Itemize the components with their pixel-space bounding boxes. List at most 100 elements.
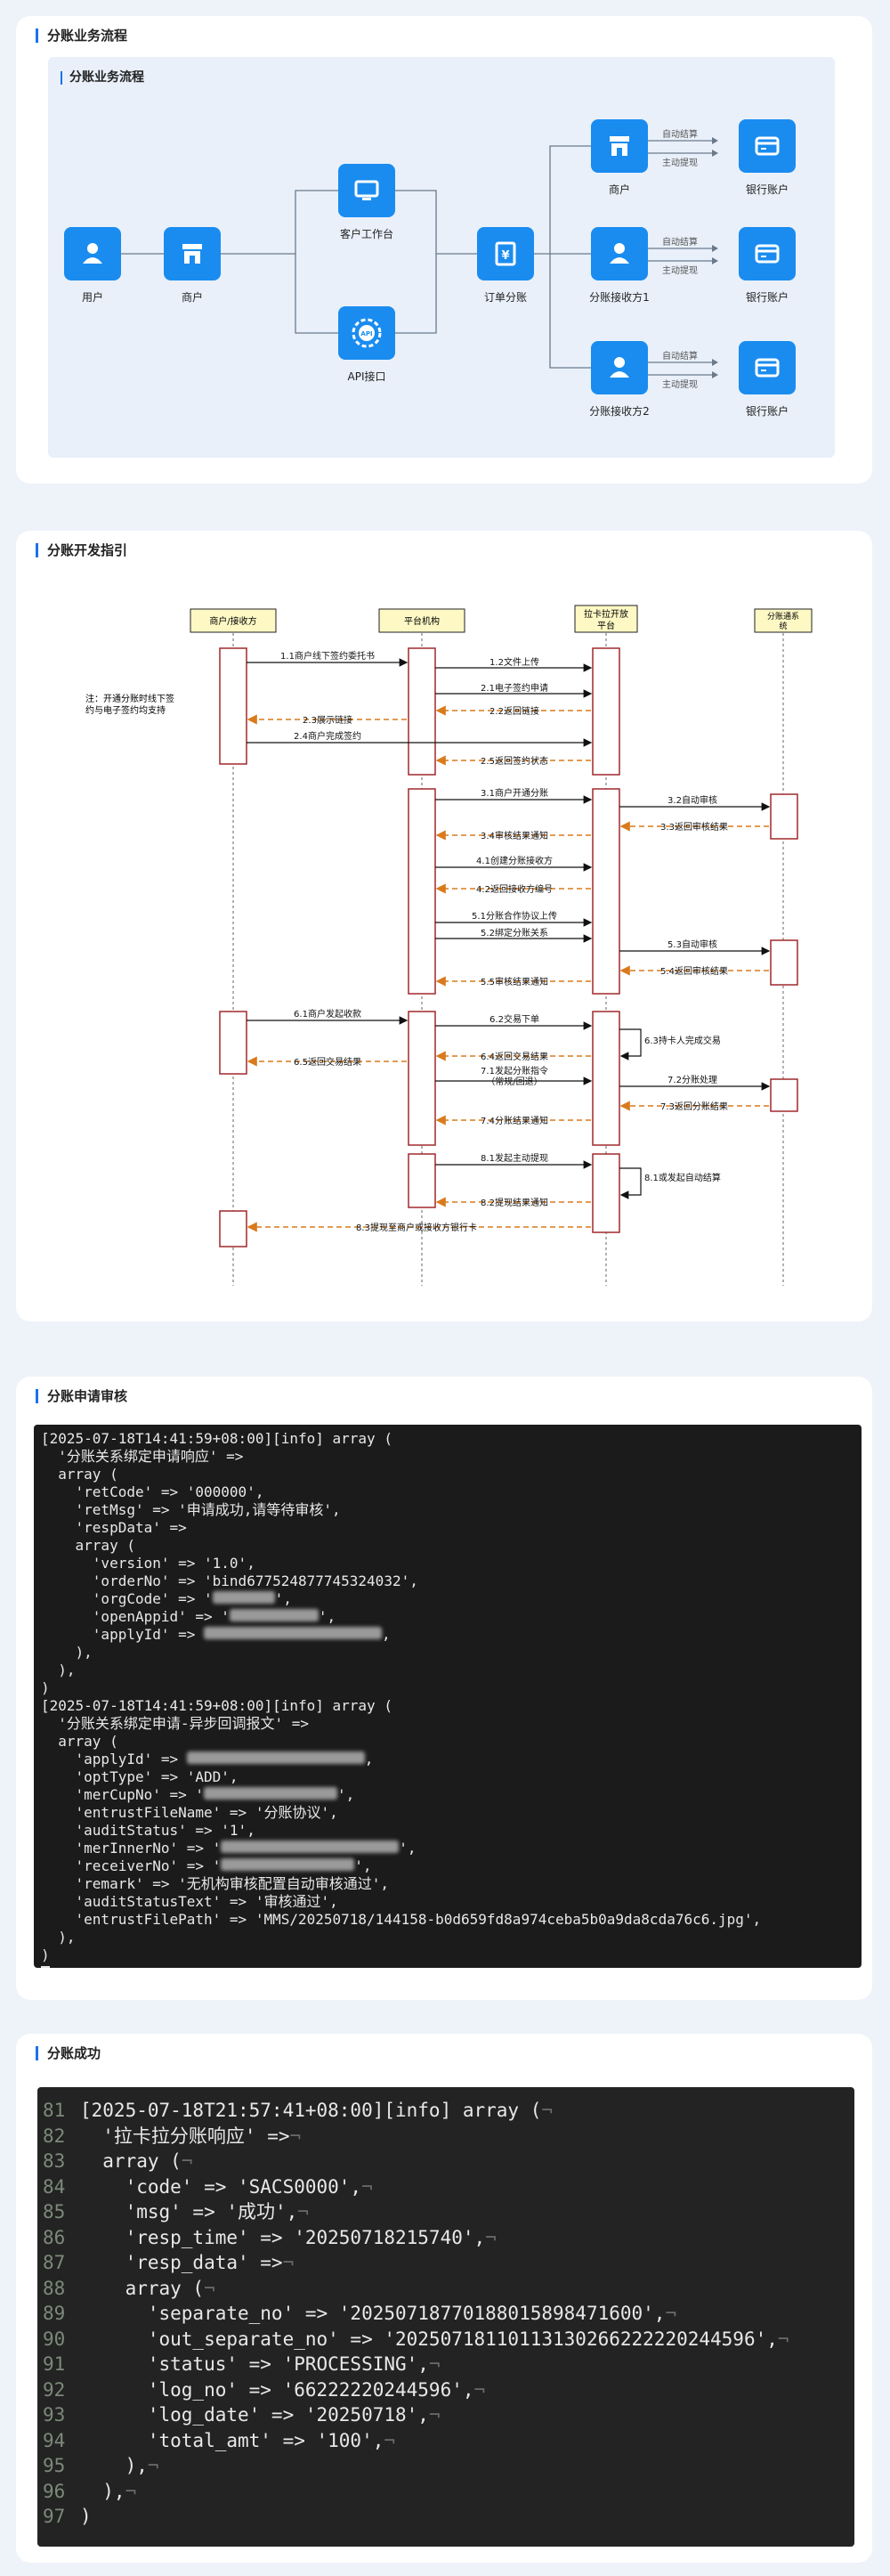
note-line2: 约与电子签约均支持 [85,704,166,716]
log-line: 'auditStatusText' => '审核通过', [41,1893,338,1910]
log-line: [2025-07-18T14:41:59+08:00][info] array … [41,1430,392,1447]
user-icon [591,341,648,394]
msg-2-3: 2.3展示链接 [303,714,352,726]
user-icon [64,227,121,280]
code-line: 91 'status' => 'PROCESSING',¬ [43,2353,441,2375]
edge-label-manual: 主动提现 [662,158,698,168]
msg-6-1: 6.1商户发起收款 [294,1008,361,1020]
msg-3-4: 3.4审核结果通知 [481,830,548,841]
node-label-user: 用户 [81,291,103,304]
note-line1: 注：开通分账时线下签 [85,693,174,704]
business-flow-card: 分账业务流程 分账业务流程 [16,16,872,484]
code-line: 94 'total_amt' => '100',¬ [43,2429,396,2451]
activation-bars [219,647,798,1247]
redacted-value [204,1787,338,1800]
code-line: 95 ),¬ [43,2455,159,2476]
success-log-card: 分账成功 81[2025-07-18T21:57:41+08:00][info]… [16,2034,872,2563]
code-line: 81[2025-07-18T21:57:41+08:00][info] arra… [43,2100,554,2121]
log-line: 'respData' => [41,1519,187,1536]
lane-header-merchant [190,608,277,633]
desktop-icon [338,164,395,217]
node-label-bank3: 银行账户 [745,405,789,418]
msg-2-4: 2.4商户完成签约 [294,730,361,742]
lane-label-split-system-line1: 分账通系 [767,612,799,622]
log-line: 'version' => '1.0', [41,1555,255,1572]
code-line: 86 'resp_time' => '20250718215740',¬ [43,2226,497,2248]
msg-7-1-note: （常规/回退） [486,1076,542,1087]
msg-4-1: 4.1创建分账接收方 [476,855,553,866]
node-label-bank2: 银行账户 [745,291,789,304]
msg-3-1: 3.1商户开通分账 [481,787,548,799]
redacted-value [221,1841,400,1853]
log-line: [2025-07-18T14:41:59+08:00][info] array … [41,1697,392,1714]
code-line: 84 'code' => 'SACS0000',¬ [43,2175,373,2198]
success-log-editor: 81[2025-07-18T21:57:41+08:00][info] arra… [37,2087,854,2547]
msg-7-1: 7.1发起分账指令 [481,1065,548,1077]
code-line: 85 'msg' => '成功',¬ [43,2201,309,2223]
msg-8-3: 8.3提现至商户或接收方银行卡 [356,1222,477,1233]
lane-header-lakala [574,605,638,633]
code-line: 96 ),¬ [43,2480,137,2502]
audit-log-terminal: [2025-07-18T14:41:59+08:00][info] array … [34,1425,862,1968]
log-line: 'orgCode' => '', [41,1590,292,1607]
log-line: ) [41,1679,50,1696]
edge-label-auto: 自动结算 [662,238,698,248]
msg-7-4: 7.4分账结果通知 [481,1115,548,1126]
log-line: ), [41,1662,76,1678]
msg-7-3: 7.3返回分账结果 [660,1101,728,1112]
node-label-workbench: 客户工作台 [339,228,393,240]
api-icon: API [338,306,395,360]
dev-guide-card: 分账开发指引 商户/接收方 平台机构 拉卡拉开放 平台 分账通系 统 [16,531,872,1321]
node-label-right-merchant: 商户 [608,183,630,196]
lane-label-merchant: 商户/接收方 [209,615,256,627]
node-label-order-split: 订单分账 [483,291,527,304]
msg-2-1: 2.1电子签约申请 [481,682,548,694]
lane-headers: 商户/接收方 平台机构 拉卡拉开放 平台 分账通系 统 [190,605,813,633]
msg-5-3: 5.3自动审核 [668,939,717,950]
sequence-diagram: 商户/接收方 平台机构 拉卡拉开放 平台 分账通系 统 [85,605,813,1286]
msg-2-5: 2.5返回签约状态 [481,755,548,767]
log-line: 'entrustFilePath' => 'MMS/20250718/14415… [41,1911,762,1928]
msg-5-4: 5.4返回审核结果 [660,965,728,977]
audit-log-card: 分账申请审核 [2025-07-18T14:41:59+08:00][info]… [16,1377,872,2000]
edge-label-manual: 主动提现 [662,380,698,390]
log-line: 'orderNo' => 'bind677524877745324032', [41,1572,418,1589]
log-line: ), [41,1929,76,1946]
section-title: 分账申请审核 [36,1389,127,1403]
lane-header-platform [378,608,465,633]
lane-label-lakala-line1: 拉卡拉开放 [584,608,628,620]
section-title: 分账成功 [36,2046,101,2060]
edge-label-auto: 自动结算 [662,130,698,140]
log-line: 'merCupNo' => '', [41,1786,355,1803]
msg-3-3: 3.3返回审核结果 [660,821,728,833]
flow-diagram-title: 分账业务流程 [61,71,144,85]
lane-label-lakala-line2: 平台 [597,620,615,631]
log-line: array ( [41,1733,118,1750]
msg-3-2: 3.2自动审核 [668,794,717,806]
section-title: 分账开发指引 [36,543,127,557]
msg-5-2: 5.2绑定分账关系 [481,927,548,939]
bank-card-icon [739,119,796,173]
redacted-value [204,1627,383,1639]
msg-1-2: 1.2文件上传 [490,656,539,668]
code-line: 97) [43,2506,92,2527]
store-icon [591,119,648,173]
code-line: 89 'separate_no' => '2025071877018801589… [43,2303,677,2324]
code-line: 88 array (¬ [43,2277,215,2299]
code-line: 92 'log_no' => '66222220244596',¬ [43,2378,486,2401]
log-line: array ( [41,1537,135,1554]
flow-diagram: 分账业务流程 [48,57,835,458]
msg-4-2: 4.2返回接收方编号 [476,883,553,895]
log-line: 'entrustFileName' => '分账协议', [41,1804,338,1821]
lane-label-platform: 平台机构 [404,615,440,627]
node-label-receiver2: 分账接收方2 [589,405,650,418]
node-label-merchant: 商户 [181,291,203,304]
log-line: ) [41,1946,50,1963]
lane-label-split-system-line2: 统 [779,621,787,631]
msg-6-5: 6.5返回交易结果 [294,1056,361,1068]
redacted-value [229,1609,319,1621]
msg-2-2: 2.2返回链接 [490,705,539,717]
node-label-api: API接口 [347,370,386,383]
log-line: '分账关系绑定申请-异步回调报文' => [41,1715,310,1732]
msg-7-2: 7.2分账处理 [668,1075,717,1085]
